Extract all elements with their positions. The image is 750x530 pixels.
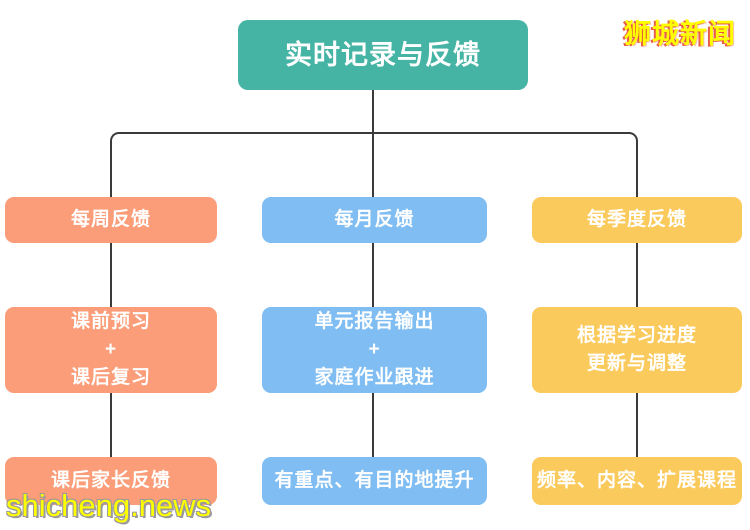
- connector-quarterly-row1-row2: [636, 243, 638, 307]
- connector-weekly-row1-row2: [110, 243, 112, 307]
- node-weekly-feedback: 每周反馈: [5, 197, 217, 243]
- connector-branch-left: [110, 132, 374, 199]
- connector-root-vertical: [372, 90, 374, 198]
- node-update-adjust: 根据学习进度 更新与调整: [532, 307, 742, 393]
- node-targeted-improvement: 有重点、有目的地提升: [262, 457, 487, 505]
- node-parent-feedback: 课后家长反馈: [5, 457, 217, 505]
- shicheng-news-url: shicheng.news: [6, 488, 212, 523]
- node-monthly-feedback: 每月反馈: [262, 197, 487, 243]
- connector-monthly-row1-row2: [372, 243, 374, 307]
- connector-branch-right: [373, 132, 638, 199]
- root-node-title: 实时记录与反馈: [238, 20, 528, 90]
- node-quarterly-feedback: 每季度反馈: [532, 197, 742, 243]
- node-frequency-content-courses: 频率、内容、扩展课程: [532, 457, 742, 505]
- node-pre-post-study: 课前预习 + 课后复习: [5, 307, 217, 393]
- connector-monthly-row2-row3: [372, 393, 374, 457]
- node-unit-report-homework: 单元报告输出 + 家庭作业跟进: [262, 307, 487, 393]
- shicheng-news-logo: 狮城新闻: [624, 19, 736, 49]
- connector-quarterly-row2-row3: [636, 393, 638, 457]
- connector-weekly-row2-row3: [110, 393, 112, 457]
